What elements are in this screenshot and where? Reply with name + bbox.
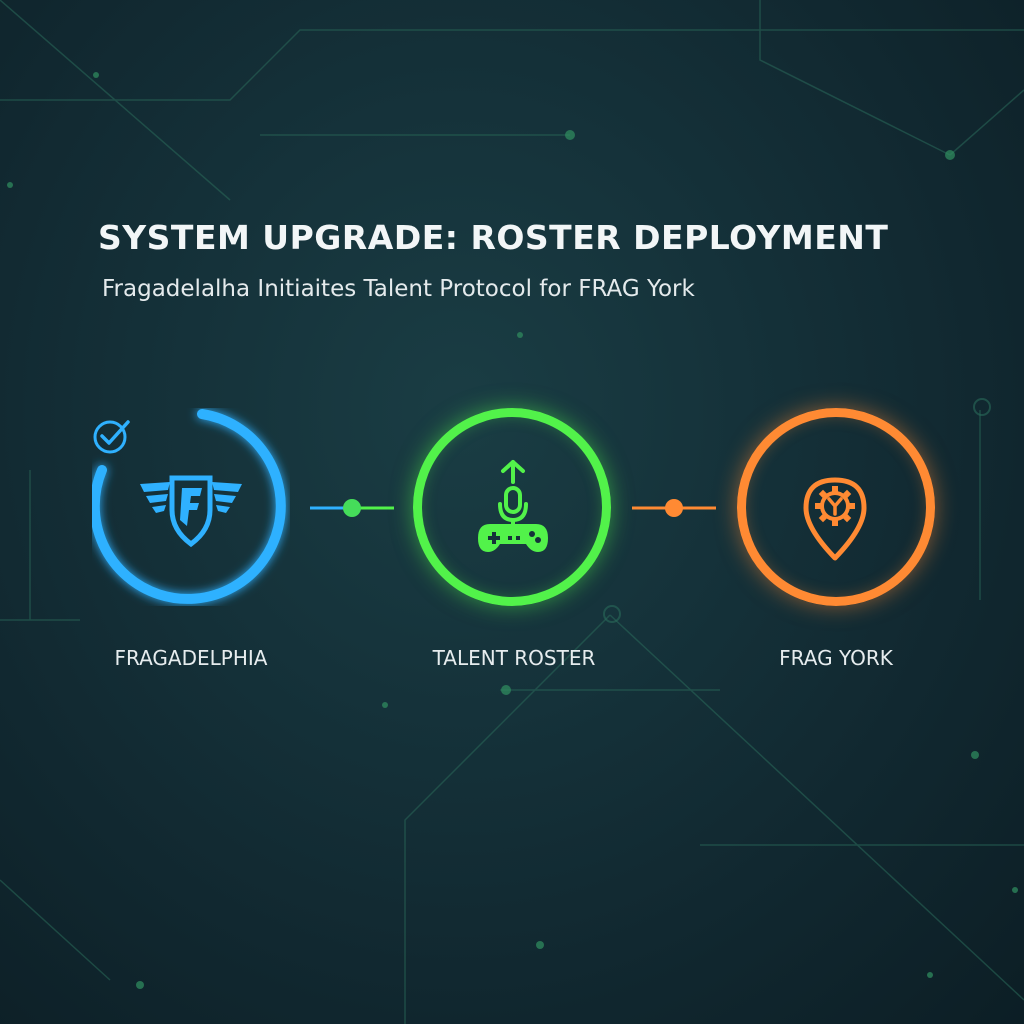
connector-1 (310, 499, 394, 517)
node-label-talent-roster: TALENT ROSTER (432, 646, 596, 670)
gamepad-microphone-upload-icon (478, 460, 548, 552)
progress-ring-orange (737, 408, 935, 606)
map-pin-gear-icon (803, 477, 867, 561)
connector-2 (632, 499, 716, 517)
page-title: SYSTEM UPGRADE: ROSTER DEPLOYMENT (98, 218, 889, 257)
check-circle-icon (93, 420, 130, 454)
winged-shield-f-icon (140, 475, 242, 548)
progress-ring-blue (92, 409, 286, 604)
progress-ring-green (413, 408, 611, 606)
node-label-frag-york: FRAG YORK (779, 646, 893, 670)
page-subtitle: Fragadelalha Initiaites Talent Protocol … (102, 276, 695, 302)
node-label-fragadelphia: FRAGADELPHIA (114, 646, 268, 670)
